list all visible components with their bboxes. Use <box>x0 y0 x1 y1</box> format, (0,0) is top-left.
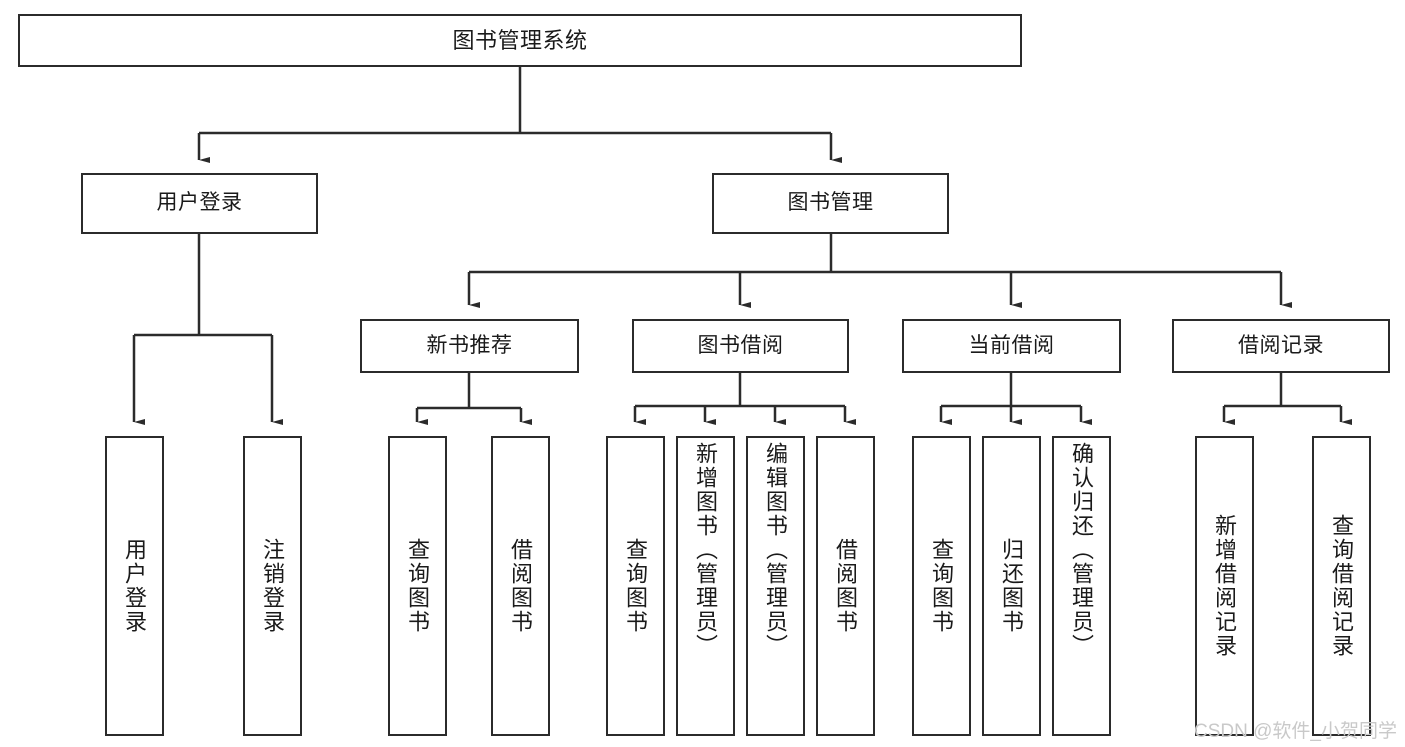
leaf-borrow-book-1-label: 借阅图书 <box>508 538 534 634</box>
leaf-edit-book-label: 编辑图书（管理员） <box>763 442 789 658</box>
leaf-edit-book[interactable]: 编辑图书（管理员） <box>746 436 805 736</box>
leaf-add-book[interactable]: 新增图书（管理员） <box>676 436 735 736</box>
node-new-book-recommend[interactable]: 新书推荐 <box>360 319 579 373</box>
leaf-add-record[interactable]: 新增借阅记录 <box>1195 436 1254 736</box>
node-book-management-label: 图书管理 <box>787 191 874 215</box>
leaf-query-book-1[interactable]: 查询图书 <box>388 436 447 736</box>
leaf-borrow-book-1[interactable]: 借阅图书 <box>491 436 550 736</box>
leaf-query-record[interactable]: 查询借阅记录 <box>1312 436 1371 736</box>
leaf-return-book[interactable]: 归还图书 <box>982 436 1041 736</box>
leaf-query-book-3[interactable]: 查询图书 <box>912 436 971 736</box>
watermark: CSDN @软件_小贺同学 <box>1194 721 1397 742</box>
leaf-user-login-label: 用户登录 <box>122 538 148 634</box>
leaf-add-book-label: 新增图书（管理员） <box>693 442 719 658</box>
leaf-borrow-book-2-label: 借阅图书 <box>833 538 859 634</box>
leaf-user-logout-label: 注销登录 <box>260 538 286 634</box>
leaf-borrow-book-2[interactable]: 借阅图书 <box>816 436 875 736</box>
node-book-borrow[interactable]: 图书借阅 <box>632 319 849 373</box>
node-root-label: 图书管理系统 <box>452 27 588 53</box>
leaf-query-book-2-label: 查询图书 <box>623 538 649 634</box>
node-new-book-recommend-label: 新书推荐 <box>426 333 513 357</box>
leaf-user-login[interactable]: 用户登录 <box>105 436 164 736</box>
leaf-confirm-return[interactable]: 确认归还（管理员） <box>1052 436 1111 736</box>
leaf-query-record-label: 查询借阅记录 <box>1329 514 1355 658</box>
leaf-return-book-label: 归还图书 <box>999 538 1025 634</box>
leaf-add-record-label: 新增借阅记录 <box>1212 514 1238 658</box>
leaf-query-book-1-label: 查询图书 <box>405 538 431 634</box>
leaf-user-logout[interactable]: 注销登录 <box>243 436 302 736</box>
node-borrow-record[interactable]: 借阅记录 <box>1172 319 1390 373</box>
leaf-query-book-3-label: 查询图书 <box>929 538 955 634</box>
node-user-login-label: 用户登录 <box>156 191 243 215</box>
node-borrow-record-label: 借阅记录 <box>1238 333 1324 357</box>
leaf-confirm-return-label: 确认归还（管理员） <box>1069 442 1095 658</box>
node-book-borrow-label: 图书借阅 <box>697 333 784 357</box>
node-root[interactable]: 图书管理系统 <box>18 14 1022 67</box>
node-book-management[interactable]: 图书管理 <box>712 173 949 234</box>
node-user-login[interactable]: 用户登录 <box>81 173 318 234</box>
node-current-borrow-label: 当前借阅 <box>968 333 1055 357</box>
node-current-borrow[interactable]: 当前借阅 <box>902 319 1121 373</box>
leaf-query-book-2[interactable]: 查询图书 <box>606 436 665 736</box>
